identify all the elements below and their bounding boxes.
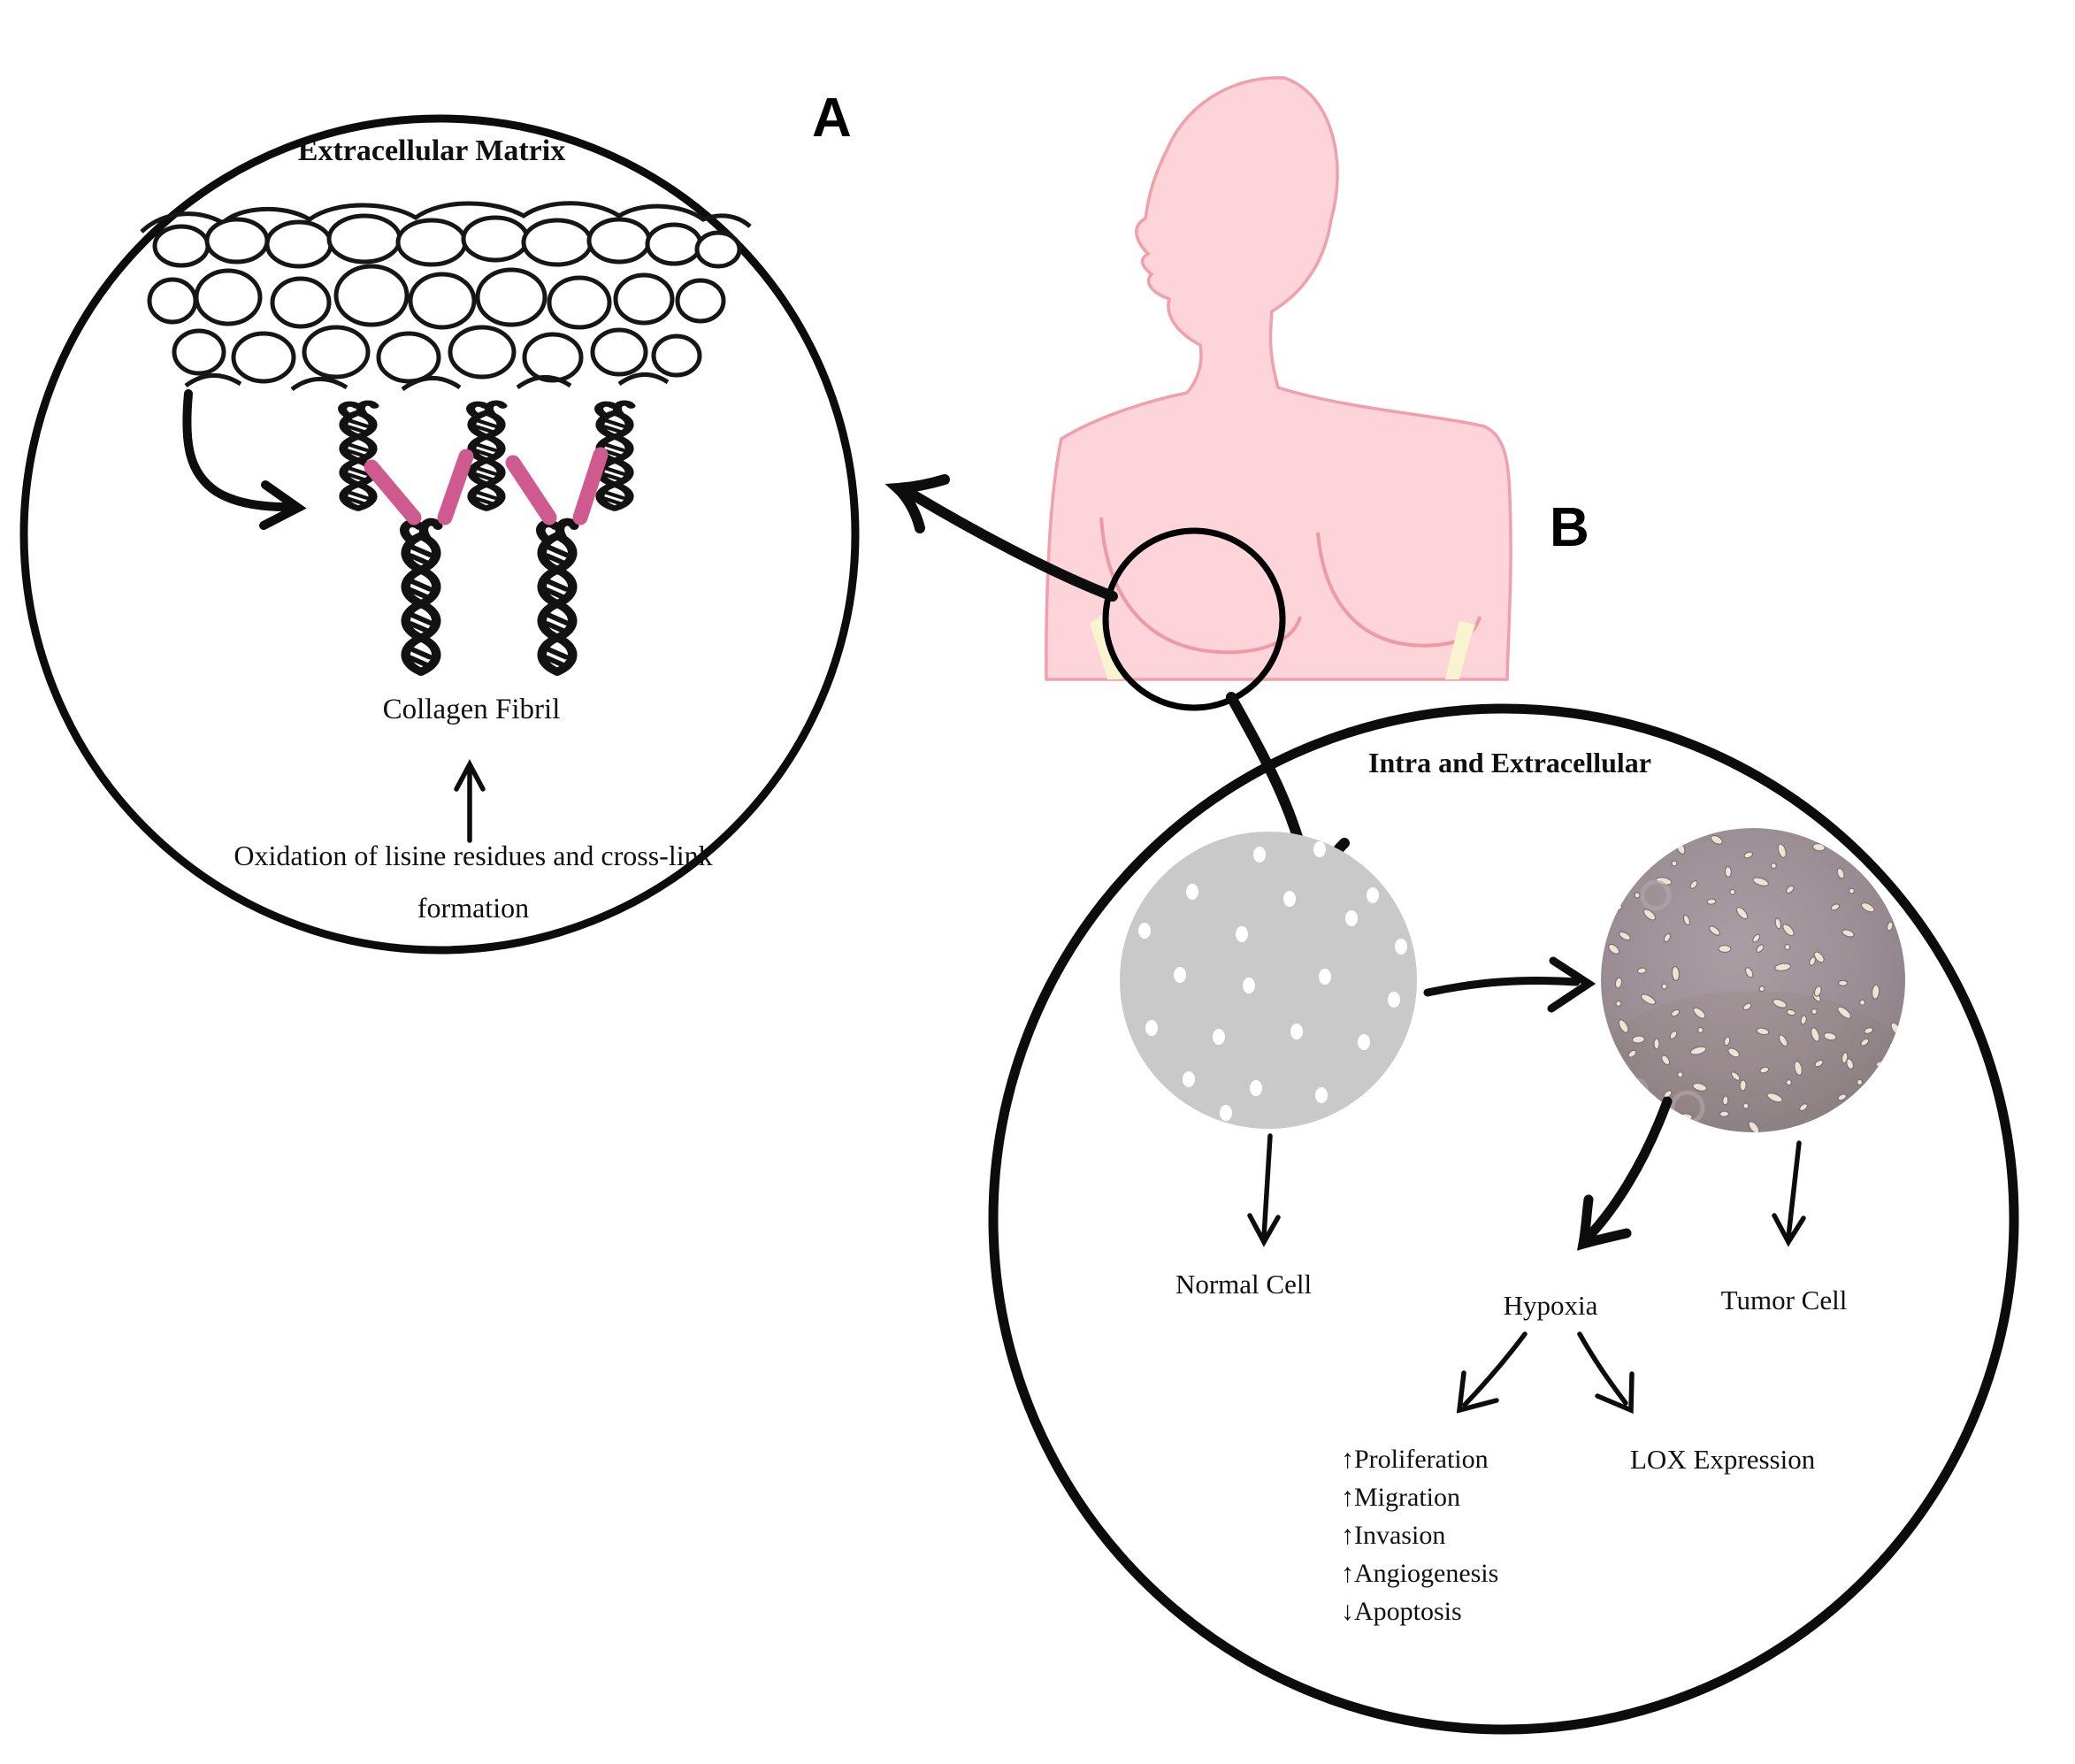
lox-expression-label: LOX Expression [1630,1444,1816,1475]
caption-line-1: Oxidation of lisine residues and cross-l… [234,840,713,871]
hypoxia-to-lox-arrow [1577,1331,1635,1415]
tumor-cell-arrow [1772,1140,1806,1247]
effect-angiogenesis: ↑Angiogenesis [1341,1559,1499,1588]
panel-b-circle [988,703,2019,1735]
hypoxia-arrow [1576,1096,1673,1251]
hypoxia-to-effects-arrow [1456,1331,1528,1414]
normal-cell-culture [1120,832,1417,1129]
effect-invasion: ↑Invasion [1341,1521,1446,1550]
collagen-fibril-label: Collagen Fibril [382,694,561,725]
tumor-cell-label: Tumor Cell [1720,1285,1848,1315]
ecm-mesh [140,201,752,392]
effect-migration: ↑Migration [1341,1483,1460,1512]
normal-cell-label: Normal Cell [1175,1269,1313,1300]
panel-a-caption: Oxidation of lisine residues and cross-l… [234,830,712,934]
crosslinks [364,447,609,525]
caption-line-2: formation [417,892,530,924]
effect-apoptosis: ↓Apoptosis [1341,1597,1462,1626]
effect-proliferation: ↑Proliferation [1341,1445,1489,1474]
hypoxia-effects-list: ↑Proliferation ↑Migration ↑Invasion ↑Ang… [1341,1440,1498,1630]
panel-b-label: B [1550,497,1589,558]
intra-extracellular-title: Intra and Extracellular [1368,747,1651,778]
caption-up-arrow [454,759,486,843]
ecm-title: Extracellular Matrix [297,134,566,167]
panel-a-circle [19,114,860,955]
arrow-to-panel-a [884,474,1118,602]
magnifier-circle [1102,527,1286,711]
human-torso-silhouette [1045,76,1512,681]
normal-cell-arrow [1247,1133,1281,1247]
hypoxia-label: Hypoxia [1503,1290,1598,1321]
panel-a-label: A [812,88,852,149]
mesh-to-fibril-arrow [182,389,307,530]
normal-to-tumor-arrow [1423,956,1596,1013]
collagen-helices [342,403,631,672]
